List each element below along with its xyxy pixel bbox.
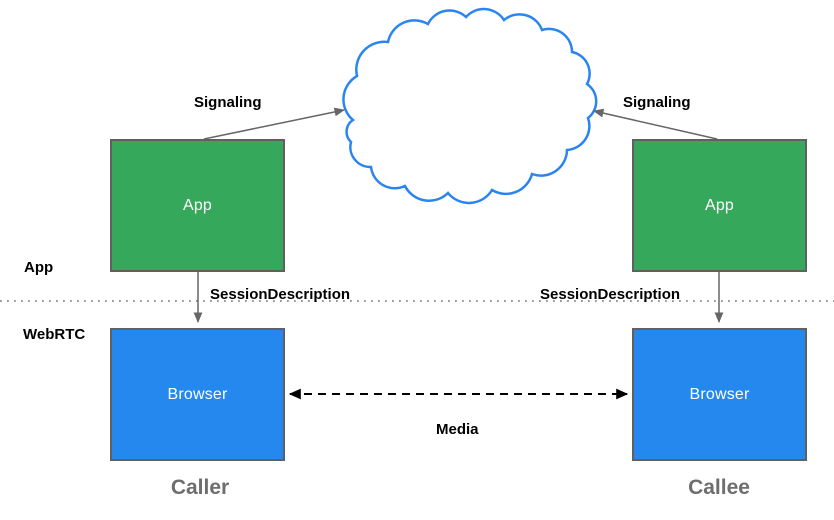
callee-app-label: App (704, 196, 735, 214)
signaling-cloud-icon (342, 7, 598, 205)
caller-caption: Caller (170, 476, 230, 499)
webrtc-layer-label: WebRTC (23, 326, 86, 343)
signaling-left-arrow (203, 107, 346, 140)
signaling-right-arrow (592, 108, 718, 140)
callee-browser-box: Browser (632, 328, 807, 461)
session-description-left-label: SessionDescription (210, 286, 351, 303)
caller-browser-box: Browser (110, 328, 285, 461)
session-description-right-label: SessionDescription (540, 286, 681, 303)
media-label: Media (436, 421, 479, 438)
caller-app-label: App (182, 196, 213, 214)
caller-app-box: App (110, 139, 285, 272)
signaling-right-label: Signaling (623, 94, 691, 111)
caller-browser-label: Browser (167, 385, 228, 403)
signaling-left-label: Signaling (194, 94, 262, 111)
callee-browser-label: Browser (689, 385, 750, 403)
callee-app-box: App (632, 139, 807, 272)
app-layer-label: App (24, 259, 54, 276)
callee-caption: Callee (688, 476, 750, 499)
